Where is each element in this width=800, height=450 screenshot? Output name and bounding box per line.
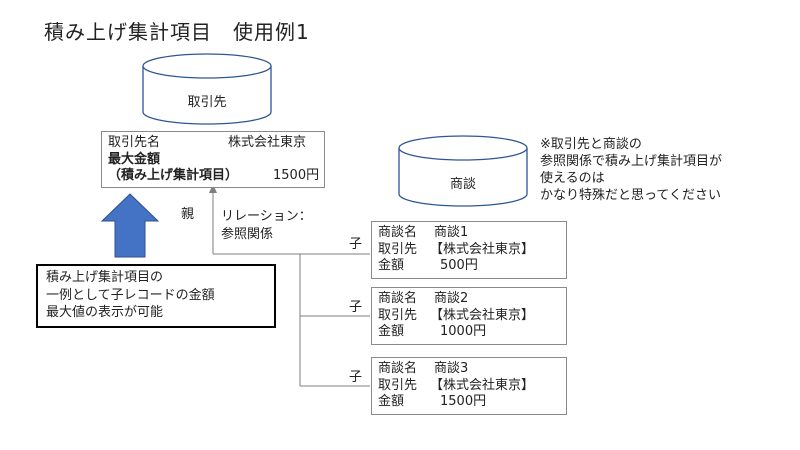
- account-name-label: 取引先名: [108, 135, 161, 150]
- account-name-row: 取引先名 株式会社東京: [108, 135, 318, 152]
- child-tag: 子: [349, 237, 363, 252]
- opportunity-name-value: 商談3: [434, 361, 469, 376]
- rollup-row: （積み上げ集計項目） 1500円: [108, 168, 320, 185]
- note-line: かなり特殊だと思ってください: [540, 188, 721, 203]
- child-record-card: 商談名 商談2 取引先【株式会社東京】 金額 1000円: [371, 287, 567, 345]
- note-line: 参照関係で積み上げ集計項目が: [540, 154, 723, 169]
- amount-value: 1500円: [440, 394, 487, 409]
- rollup-label: （積み上げ集計項目）: [108, 168, 239, 183]
- opportunity-name-value: 商談2: [434, 291, 469, 306]
- parent-database-label: 取引先: [187, 95, 227, 110]
- child-database-cylinder: [398, 135, 528, 207]
- amount-label: 金額: [378, 258, 405, 273]
- opportunity-name-label: 商談名: [378, 361, 418, 376]
- account-name-value: 株式会社東京: [228, 135, 307, 150]
- callout-line: 積み上げ集計項目の: [46, 270, 164, 285]
- note-line: 使えるのは: [540, 171, 605, 186]
- parent-tag: 親: [181, 207, 195, 222]
- child-record-card: 商談名 商談3 取引先【株式会社東京】 金額 1500円: [371, 357, 567, 415]
- relation-label-line: 参照関係: [221, 227, 274, 242]
- account-value: 【株式会社東京】: [430, 377, 535, 393]
- opportunity-name-label: 商談名: [378, 225, 418, 240]
- max-amount-label: 最大金額: [108, 151, 161, 167]
- account-value: 【株式会社東京】: [430, 307, 535, 323]
- parent-record-card: 取引先名 株式会社東京 最大金額 （積み上げ集計項目） 1500円: [101, 131, 325, 188]
- amount-label: 金額: [378, 324, 405, 339]
- relation-arrowhead-icon: [209, 184, 217, 193]
- account-label: 取引先: [378, 307, 418, 323]
- note-line: ※取引先と商談の: [540, 137, 642, 152]
- amount-value: 500円: [440, 258, 478, 273]
- amount-label: 金額: [378, 394, 405, 409]
- relation-label-line: リレーション：: [221, 209, 312, 224]
- child-tag: 子: [349, 370, 363, 385]
- child-tag: 子: [349, 300, 363, 315]
- account-label: 取引先: [378, 241, 418, 257]
- opportunity-name-label: 商談名: [378, 291, 418, 306]
- relation-label: リレーション： 参照関係: [221, 208, 312, 244]
- parent-database-cylinder: [142, 53, 272, 125]
- child-record-card: 商談名 商談1 取引先【株式会社東京】 金額 500円: [371, 221, 567, 279]
- opportunity-name-value: 商談1: [434, 225, 469, 240]
- account-value: 【株式会社東京】: [430, 241, 535, 257]
- relation-lines: [212, 190, 370, 387]
- rollup-value: 1500円: [273, 168, 320, 183]
- child-database-label: 商談: [449, 177, 476, 192]
- usage-note: ※取引先と商談の 参照関係で積み上げ集計項目が 使えるのは かなり特殊だと思って…: [540, 136, 722, 204]
- page-title: 積み上げ集計項目 使用例1: [44, 20, 310, 44]
- callout-box: 積み上げ集計項目の 一例として子レコードの金額 最大値の表示が可能: [36, 264, 276, 328]
- account-label: 取引先: [378, 377, 418, 393]
- up-arrow-icon: [100, 193, 160, 258]
- callout-line: 一例として子レコードの金額: [46, 287, 215, 303]
- amount-value: 1000円: [440, 324, 487, 339]
- callout-line: 最大値の表示が可能: [46, 305, 164, 320]
